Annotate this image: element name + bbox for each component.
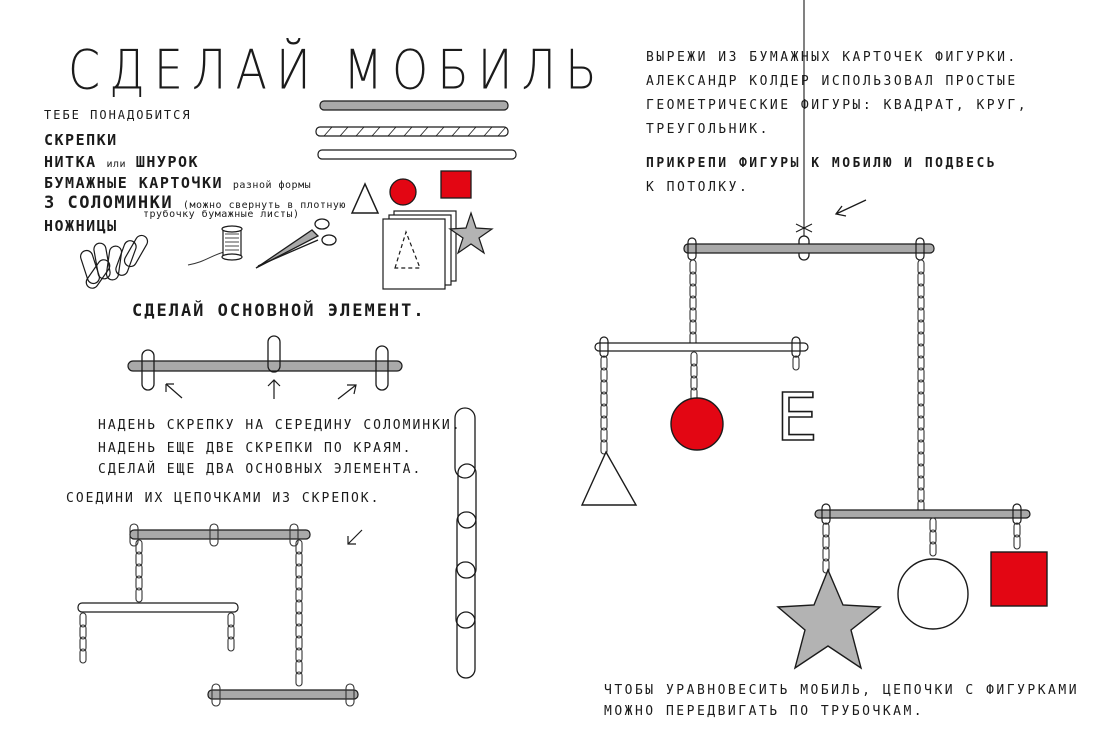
material-straws: 3 СОЛОМИНКИ (можно свернуть в плотную: [44, 193, 346, 213]
mobile-top-straw: [683, 243, 935, 254]
straw-white-icon: [317, 149, 517, 160]
step1-line2: НАДЕНЬ ЕЩЕ ДВЕ СКРЕПКИ ПО КРАЯМ.: [98, 441, 413, 456]
material-cord-label: ШНУРОК: [135, 153, 200, 171]
paperclip-chain-icon: [454, 407, 477, 679]
paperclips-pile-icon: [80, 234, 149, 289]
step1-line1: НАДЕНЬ СКРЕПКУ НА СЕРЕДИНУ СОЛОМИНКИ.: [98, 418, 462, 433]
material-thread-label: НИТКА: [44, 153, 97, 171]
step1-line3: СДЕЛАЙ ЕЩЕ ДВА ОСНОВНЫХ ЭЛЕМЕНТА.: [98, 462, 423, 477]
page-title: СДЕЛАЙ МОБИЛЬ: [68, 38, 606, 102]
basic-element-diagram: [127, 335, 403, 400]
straw-gray-icon: [319, 100, 509, 111]
step2-line4: ТРЕУГОЛЬНИК.: [646, 122, 770, 137]
materials-heading: ТЕБЕ ПОНАДОБИТСЯ: [44, 108, 192, 122]
assembled-frame-diagram: [77, 523, 363, 707]
step2-line3: ГЕОМЕТРИЧЕСКИЕ ФИГУРЫ: КВАДРАТ, КРУГ,: [646, 98, 1029, 113]
step1-heading: СДЕЛАЙ ОСНОВНОЙ ЭЛЕМЕНТ.: [132, 301, 426, 321]
material-straws-label: 3 СОЛОМИНКИ: [44, 193, 174, 213]
straw-striped-icon: [315, 126, 509, 137]
square-card-icon: [440, 170, 472, 199]
footer-line1: ЧТОБЫ УРАВНОВЕСИТЬ МОБИЛЬ, ЦЕПОЧКИ С ФИГ…: [604, 683, 1080, 698]
step2-line2: АЛЕКСАНДР КОЛДЕР ИСПОЛЬЗОВАЛ ПРОСТЫЕ: [646, 74, 1018, 89]
mobile-red-circle: [670, 397, 724, 451]
arrow-left-icon: [165, 383, 183, 399]
material-thread-or: или: [106, 159, 127, 170]
thread-spool-icon: [187, 225, 243, 266]
mobile-lower-straw: [814, 509, 1031, 519]
footer-line2: МОЖНО ПЕРЕДВИГАТЬ ПО ТРУБОЧКАМ.: [604, 704, 925, 719]
material-cards: БУМАЖНЫЕ КАРТОЧКИ разной формы: [44, 174, 311, 192]
material-scissors: НОЖНИЦЫ: [44, 217, 118, 235]
step2-line5: ПРИКРЕПИ ФИГУРЫ К МОБИЛЮ И ПОДВЕСЬ: [646, 156, 998, 171]
mobile-triangle: [580, 450, 638, 506]
material-thread: НИТКА или ШНУРОК: [44, 153, 199, 171]
paperclip-left-icon: [141, 349, 155, 391]
material-paperclips: СКРЕПКИ: [44, 131, 118, 149]
paperclip-right-icon: [375, 345, 389, 391]
circle-card-icon: [389, 178, 417, 206]
mobile-white-circle: [897, 558, 969, 630]
scissors-icon: [255, 218, 337, 269]
material-straws-note2: трубочку бумажные листы): [143, 209, 300, 220]
arrow-hang-icon: [834, 199, 867, 217]
material-cards-label: БУМАЖНЫЕ КАРТОЧКИ: [44, 174, 224, 192]
step2-line6: К ПОТОЛКУ.: [646, 180, 750, 195]
arrow-frame-icon: [347, 529, 363, 545]
step1-line4: СОЕДИНИ ИХ ЦЕПОЧКАМИ ИЗ СКРЕПОК.: [66, 491, 381, 506]
mobile-letter-e: E: [776, 379, 818, 456]
paperclip-middle-icon: [267, 335, 281, 373]
paper-cards-icon: [382, 210, 457, 290]
straw-icons: [315, 100, 517, 160]
arrow-middle-icon: [267, 379, 281, 399]
mobile-illustration: E: [580, 0, 1048, 670]
mobile-gray-star: [776, 568, 882, 670]
arrow-right-icon: [337, 384, 357, 400]
star-card-icon: [448, 211, 494, 255]
mobile-red-square: [990, 551, 1048, 607]
mobile-middle-straw: [594, 342, 809, 352]
step2-line1: ВЫРЕЖИ ИЗ БУМАЖНЫХ КАРТОЧЕК ФИГУРКИ.: [646, 50, 1018, 65]
material-straws-note: (можно свернуть в плотную: [182, 200, 346, 211]
triangle-card-icon: [350, 182, 380, 214]
material-cards-note: разной формы: [232, 180, 312, 191]
